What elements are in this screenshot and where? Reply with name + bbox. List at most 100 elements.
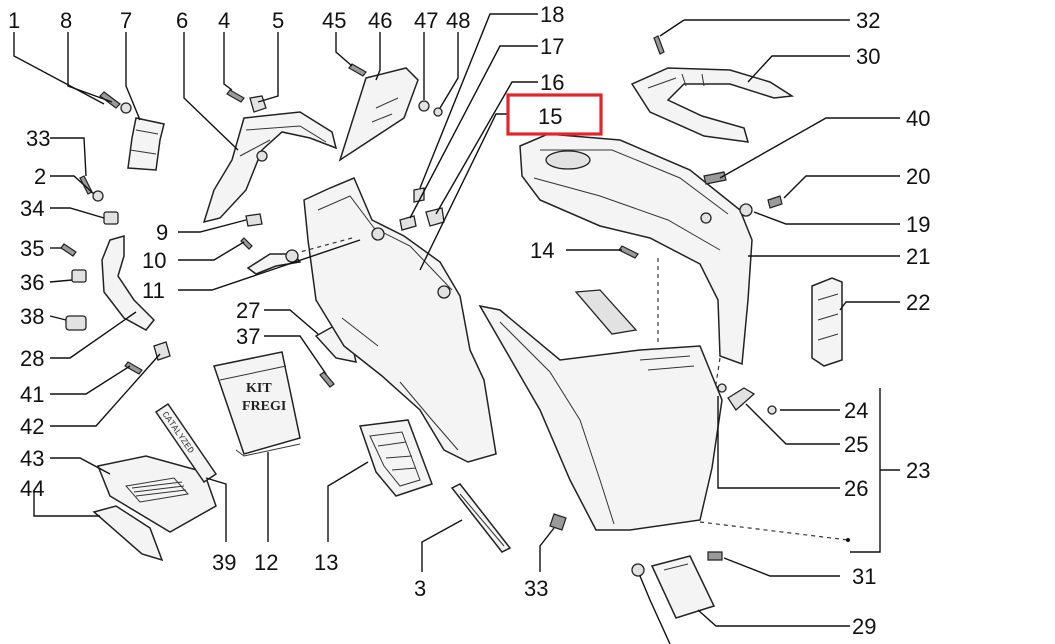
label-29: 29 (852, 614, 876, 639)
part-labels: 1 8 7 6 4 5 45 46 47 48 18 17 16 15 33 2… (8, 2, 930, 639)
label-33-bottom: 33 (524, 576, 548, 601)
part-center-body-panel (478, 289, 723, 531)
part-9-clip (245, 213, 263, 227)
label-39: 39 (212, 550, 236, 575)
part-38-grommet (65, 315, 87, 331)
label-23: 23 (906, 458, 930, 483)
label-41: 41 (20, 382, 44, 407)
label-26: 26 (844, 476, 868, 501)
part-31-screw (707, 551, 723, 561)
part-11-bracket (246, 249, 302, 275)
part-22-tail-light (811, 277, 843, 367)
label-34: 34 (20, 196, 44, 221)
label-12: 12 (254, 550, 278, 575)
label-6: 6 (176, 8, 188, 33)
part-10-screw (240, 237, 253, 250)
part-15-highlight-box (506, 93, 603, 136)
part-32-screw (653, 35, 665, 55)
part-43-floor-mat (96, 455, 217, 533)
label-16: 16 (540, 70, 564, 95)
label-31: 31 (852, 564, 876, 589)
label-25: 25 (844, 432, 868, 457)
label-37: 37 (236, 324, 260, 349)
part-46-plate (338, 67, 419, 162)
label-11: 11 (142, 278, 165, 303)
part-18-clip (413, 187, 425, 203)
part-47-washer (418, 100, 430, 112)
label-15: 15 (538, 104, 562, 129)
label-2: 2 (34, 164, 46, 189)
label-44: 44 (20, 476, 44, 501)
label-35: 35 (20, 236, 44, 261)
label-47: 47 (414, 8, 438, 33)
label-19: 19 (906, 212, 930, 237)
label-24: 24 (844, 398, 868, 423)
part-20-screw (767, 195, 783, 209)
label-45: 45 (322, 8, 346, 33)
part-41-screw (124, 361, 143, 375)
part-21-rear-panel (519, 133, 753, 366)
part-8-bolt (99, 91, 132, 114)
label-32: 32 (856, 8, 880, 33)
label-43: 43 (20, 446, 44, 471)
part-37-screw (319, 371, 335, 388)
label-8: 8 (60, 8, 72, 33)
label-3: 3 (414, 576, 426, 601)
part-24-screw (767, 405, 777, 415)
label-17: 17 (540, 34, 564, 59)
part-2-washer (92, 190, 104, 202)
part-45-screw (348, 63, 367, 77)
label-4: 4 (218, 8, 230, 33)
label-30: 30 (856, 44, 880, 69)
part-14-screw (618, 245, 639, 259)
label-9: 9 (156, 220, 168, 245)
label-48: 48 (446, 8, 470, 33)
label-27: 27 (236, 298, 260, 323)
part-3-strip (450, 483, 512, 553)
part-33-screw-bottom (549, 513, 567, 531)
reference-dot (846, 538, 850, 542)
part-7-bracket (127, 117, 165, 171)
part-19-washer (739, 203, 753, 217)
part-5-clip (249, 95, 267, 113)
part-48-nut (433, 107, 443, 117)
kit-label-line1: KIT (246, 381, 272, 396)
part-13-reflector (358, 419, 433, 497)
label-46: 46 (368, 8, 392, 33)
part-30-grab-rail (630, 67, 795, 143)
part-washer-29a (631, 563, 645, 577)
label-42: 42 (20, 414, 44, 439)
label-33-left: 33 (26, 126, 50, 151)
label-22: 22 (906, 290, 930, 315)
part-40-screw (703, 171, 727, 185)
part-17-clip (399, 215, 417, 231)
label-36: 36 (20, 270, 44, 295)
part-44-trim (92, 505, 164, 562)
label-38: 38 (20, 304, 44, 329)
kit-label-line2: FREGI (242, 399, 286, 414)
label-18: 18 (540, 2, 564, 27)
part-35-screw (60, 243, 77, 257)
part-29-cover (650, 555, 716, 619)
label-20: 20 (906, 164, 930, 189)
label-1: 1 (8, 8, 20, 33)
label-28: 28 (20, 346, 44, 371)
label-10: 10 (142, 248, 166, 273)
label-13: 13 (314, 550, 338, 575)
leader-lines (13, 13, 900, 644)
part-6-fender (202, 111, 338, 224)
label-7: 7 (120, 8, 132, 33)
part-26-washer (717, 383, 727, 393)
part-28-handle (101, 235, 156, 331)
part-16-spring-nut (425, 207, 445, 227)
part-34-clip (103, 211, 119, 225)
part-25-clip (727, 387, 756, 411)
part-4-bolt (226, 89, 245, 103)
label-14: 14 (530, 238, 554, 263)
label-21: 21 (906, 244, 930, 269)
label-5: 5 (272, 8, 284, 33)
label-40: 40 (906, 106, 930, 131)
part-12-kit-bag: KIT FREGI (213, 351, 301, 457)
part-36-nut (71, 269, 87, 283)
